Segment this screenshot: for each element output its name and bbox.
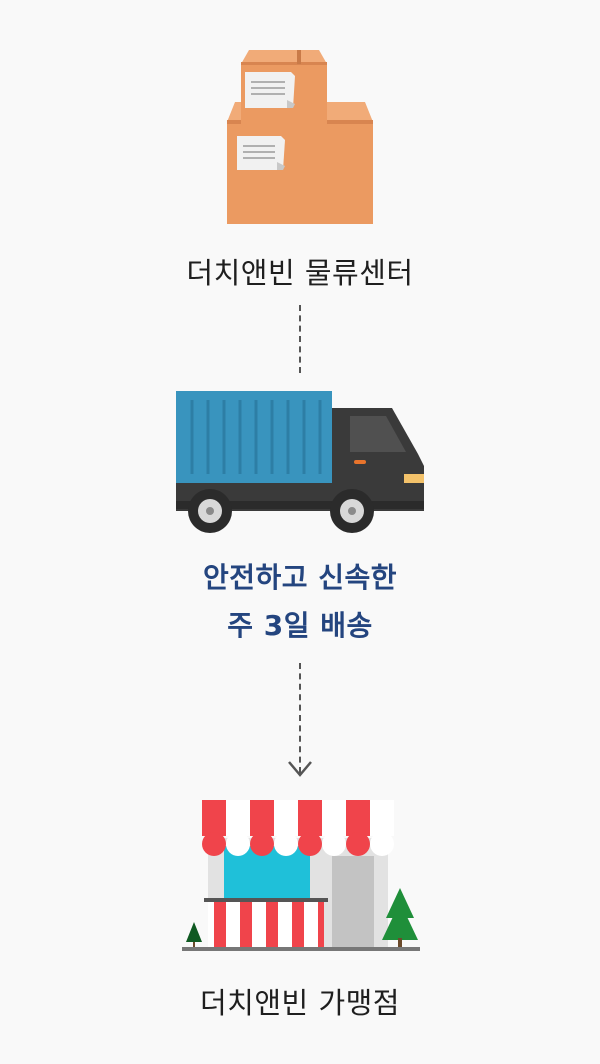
arrow-down-icon bbox=[288, 761, 312, 777]
connector-line-2 bbox=[299, 663, 301, 773]
shipping-label-line-2: 주 3일 배송 bbox=[227, 609, 373, 642]
warehouse-label: 더치앤빈 물류센터 bbox=[186, 256, 414, 290]
shipping-label: 안전하고 신속한 주 3일 배송 bbox=[0, 554, 600, 650]
boxes-icon bbox=[227, 50, 373, 224]
shipping-label-line-1: 안전하고 신속한 bbox=[202, 561, 398, 594]
truck-icon bbox=[176, 391, 424, 533]
storefront-icon bbox=[182, 800, 420, 951]
store-label: 더치앤빈 가맹점 bbox=[200, 986, 400, 1020]
connector-line-1 bbox=[299, 305, 301, 373]
